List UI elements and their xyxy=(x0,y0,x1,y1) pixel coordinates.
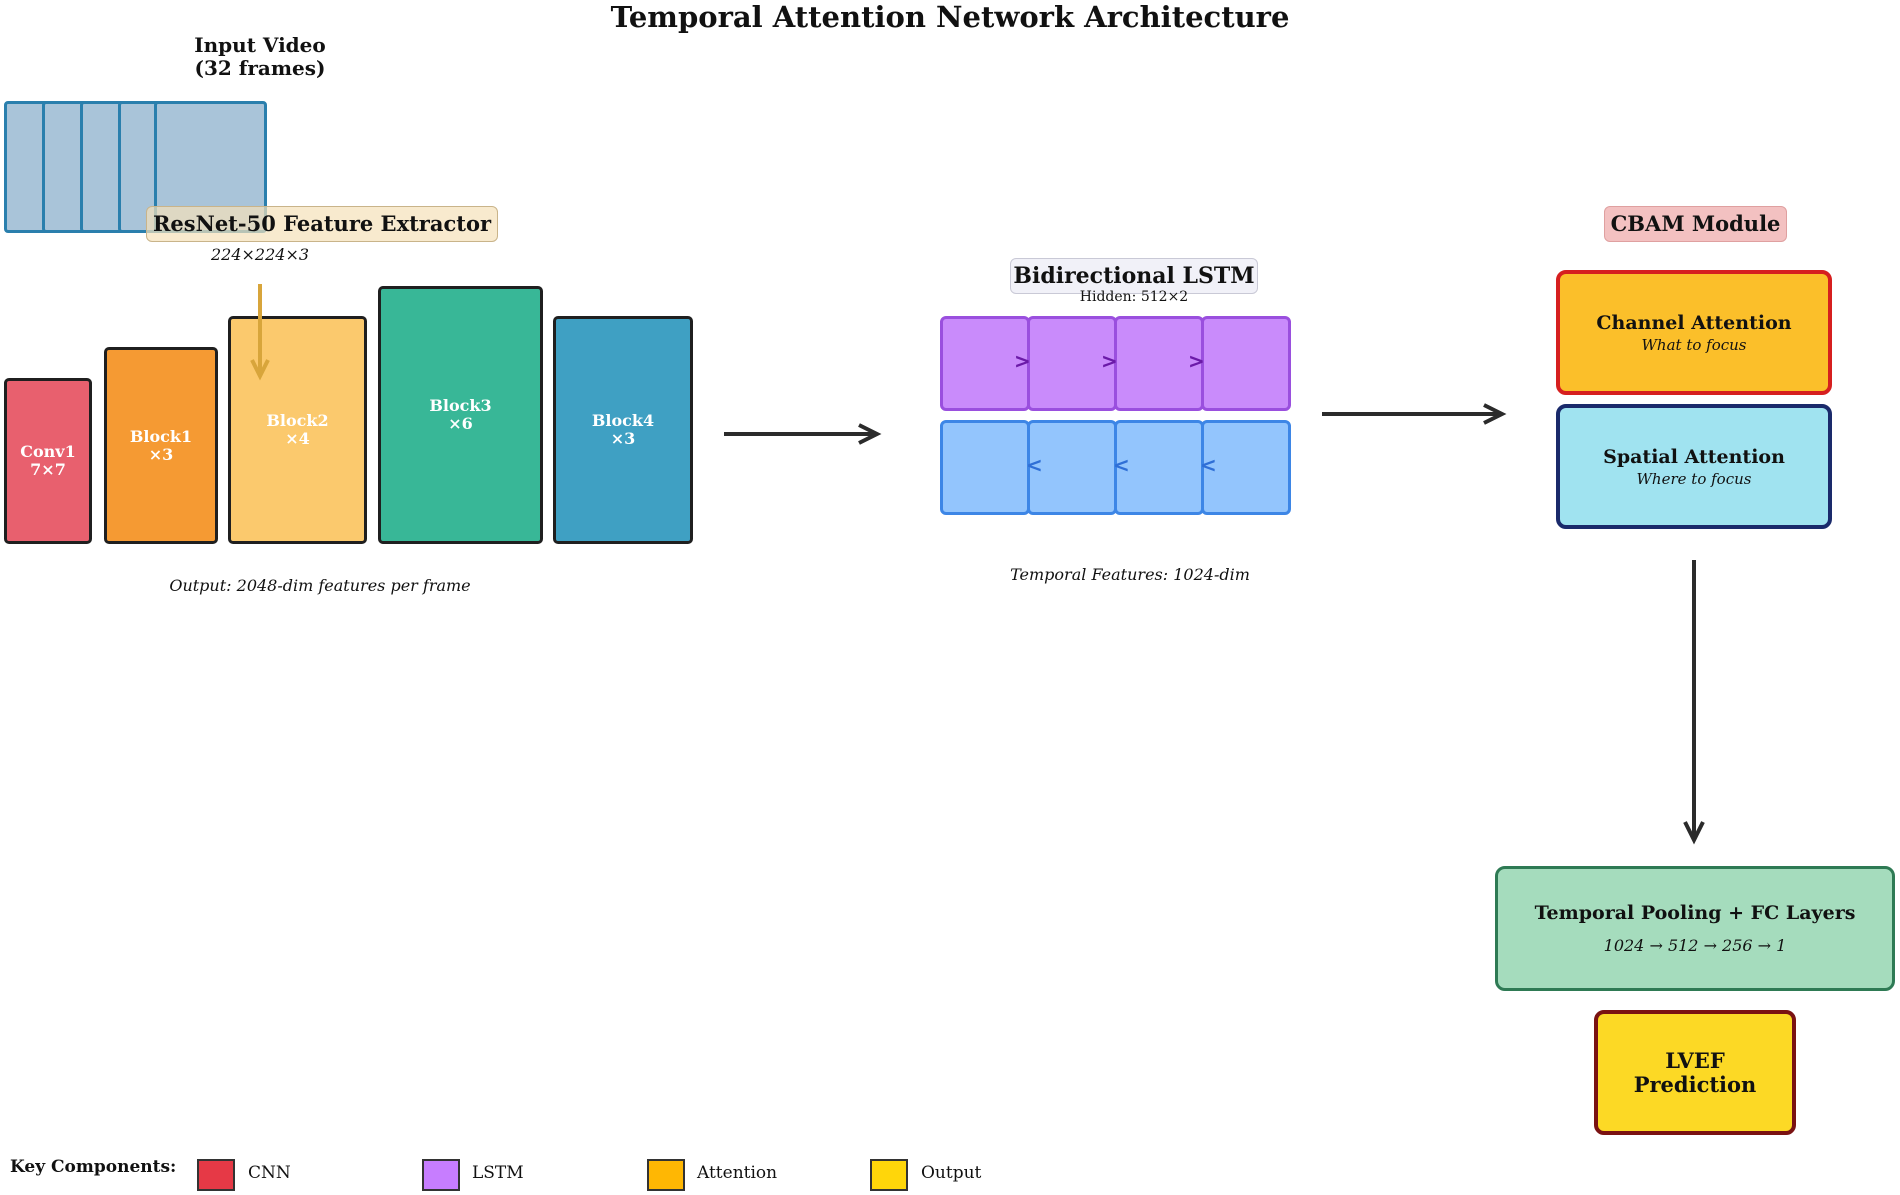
legend-label-output: Output xyxy=(921,1163,982,1183)
block-detail: ×3 xyxy=(610,429,636,448)
block-detail: ×6 xyxy=(448,414,473,433)
block-name: Block3 xyxy=(429,396,492,415)
forward-arrow-glyph: > xyxy=(1101,349,1118,373)
backward-arrow-glyph: < xyxy=(1200,453,1217,477)
lstm-output-note: Temporal Features: 1024-dim xyxy=(1010,565,1250,584)
lstm-forward-cell xyxy=(940,316,1030,411)
output-line2: Prediction xyxy=(1633,1071,1757,1097)
block-detail: 7×7 xyxy=(30,460,66,479)
input-video-label: Input Video xyxy=(194,33,326,57)
spatial-attention-subtitle: Where to focus xyxy=(1636,469,1752,488)
forward-arrow-glyph: > xyxy=(1014,349,1031,373)
lstm-backward-cell xyxy=(1027,420,1117,515)
resnet-block-2: Block2 ×4 xyxy=(228,316,367,544)
legend-title: Key Components: xyxy=(10,1157,177,1177)
pooling-fc-dims: 1024 → 512 → 256 → 1 xyxy=(1603,936,1787,955)
backward-arrow-glyph: < xyxy=(1113,453,1130,477)
legend-swatch-attention xyxy=(647,1159,685,1191)
lstm-label: Bidirectional LSTM xyxy=(1010,258,1258,294)
legend-swatch-cnn xyxy=(197,1159,235,1191)
output-line1: LVEF xyxy=(1665,1047,1725,1073)
resnet-block-conv1: Conv1 7×7 xyxy=(4,378,92,544)
input-video-title: Input Video (32 frames) xyxy=(160,34,360,80)
legend-label-attention: Attention xyxy=(697,1163,778,1183)
lstm-backward-cell xyxy=(1201,420,1291,515)
backward-arrow-glyph: < xyxy=(1026,453,1043,477)
channel-attention-subtitle: What to focus xyxy=(1641,335,1747,354)
forward-arrow-glyph: > xyxy=(1188,349,1205,373)
resnet-output-note: Output: 2048-dim features per frame xyxy=(169,576,471,595)
lstm-backward-cell xyxy=(1114,420,1204,515)
block-detail: ×4 xyxy=(285,429,310,448)
resnet-block-1: Block1 ×3 xyxy=(104,347,218,544)
channel-attention-box: Channel Attention What to focus xyxy=(1556,270,1832,395)
block-name: Block4 xyxy=(591,411,655,430)
pooling-fc-box: Temporal Pooling + FC Layers 1024 → 512 … xyxy=(1495,866,1895,991)
legend-swatch-lstm xyxy=(422,1159,460,1191)
spatial-attention-box: Spatial Attention Where to focus xyxy=(1556,404,1832,529)
input-dims: 224×224×3 xyxy=(210,245,310,264)
cbam-to-head-arrow-head xyxy=(1683,821,1705,845)
cbam-label: CBAM Module xyxy=(1604,206,1787,242)
block-name: Block1 xyxy=(129,426,193,446)
lstm-hidden-size: Hidden: 512×2 xyxy=(1079,289,1189,305)
legend-label-cnn: CNN xyxy=(248,1163,291,1183)
lstm-to-cbam-arrow-head xyxy=(1483,403,1507,425)
channel-attention-title: Channel Attention xyxy=(1596,311,1792,334)
lstm-forward-cell xyxy=(1201,316,1291,411)
resnet-block-3: Block3 ×6 xyxy=(378,286,543,544)
block-name: Conv1 xyxy=(20,442,76,461)
resnet-label: ResNet-50 Feature Extractor xyxy=(146,206,498,242)
lvef-prediction-box: LVEF Prediction xyxy=(1594,1010,1796,1135)
diagram-title: Temporal Attention Network Architecture xyxy=(610,0,1290,34)
input-video-frame-count: (32 frames) xyxy=(194,56,326,80)
pooling-fc-title: Temporal Pooling + FC Layers xyxy=(1534,902,1856,924)
resnet-block-4: Block4 ×3 xyxy=(553,316,693,544)
spatial-attention-title: Spatial Attention xyxy=(1603,445,1785,468)
resnet-to-lstm-arrow-head xyxy=(858,423,882,445)
lstm-forward-cell xyxy=(1027,316,1117,411)
block-name: Block2 xyxy=(266,411,329,430)
input-arrow-head xyxy=(250,359,270,381)
legend-swatch-output xyxy=(870,1159,908,1191)
block-detail: ×3 xyxy=(148,444,174,464)
legend-label-lstm: LSTM xyxy=(472,1163,524,1183)
